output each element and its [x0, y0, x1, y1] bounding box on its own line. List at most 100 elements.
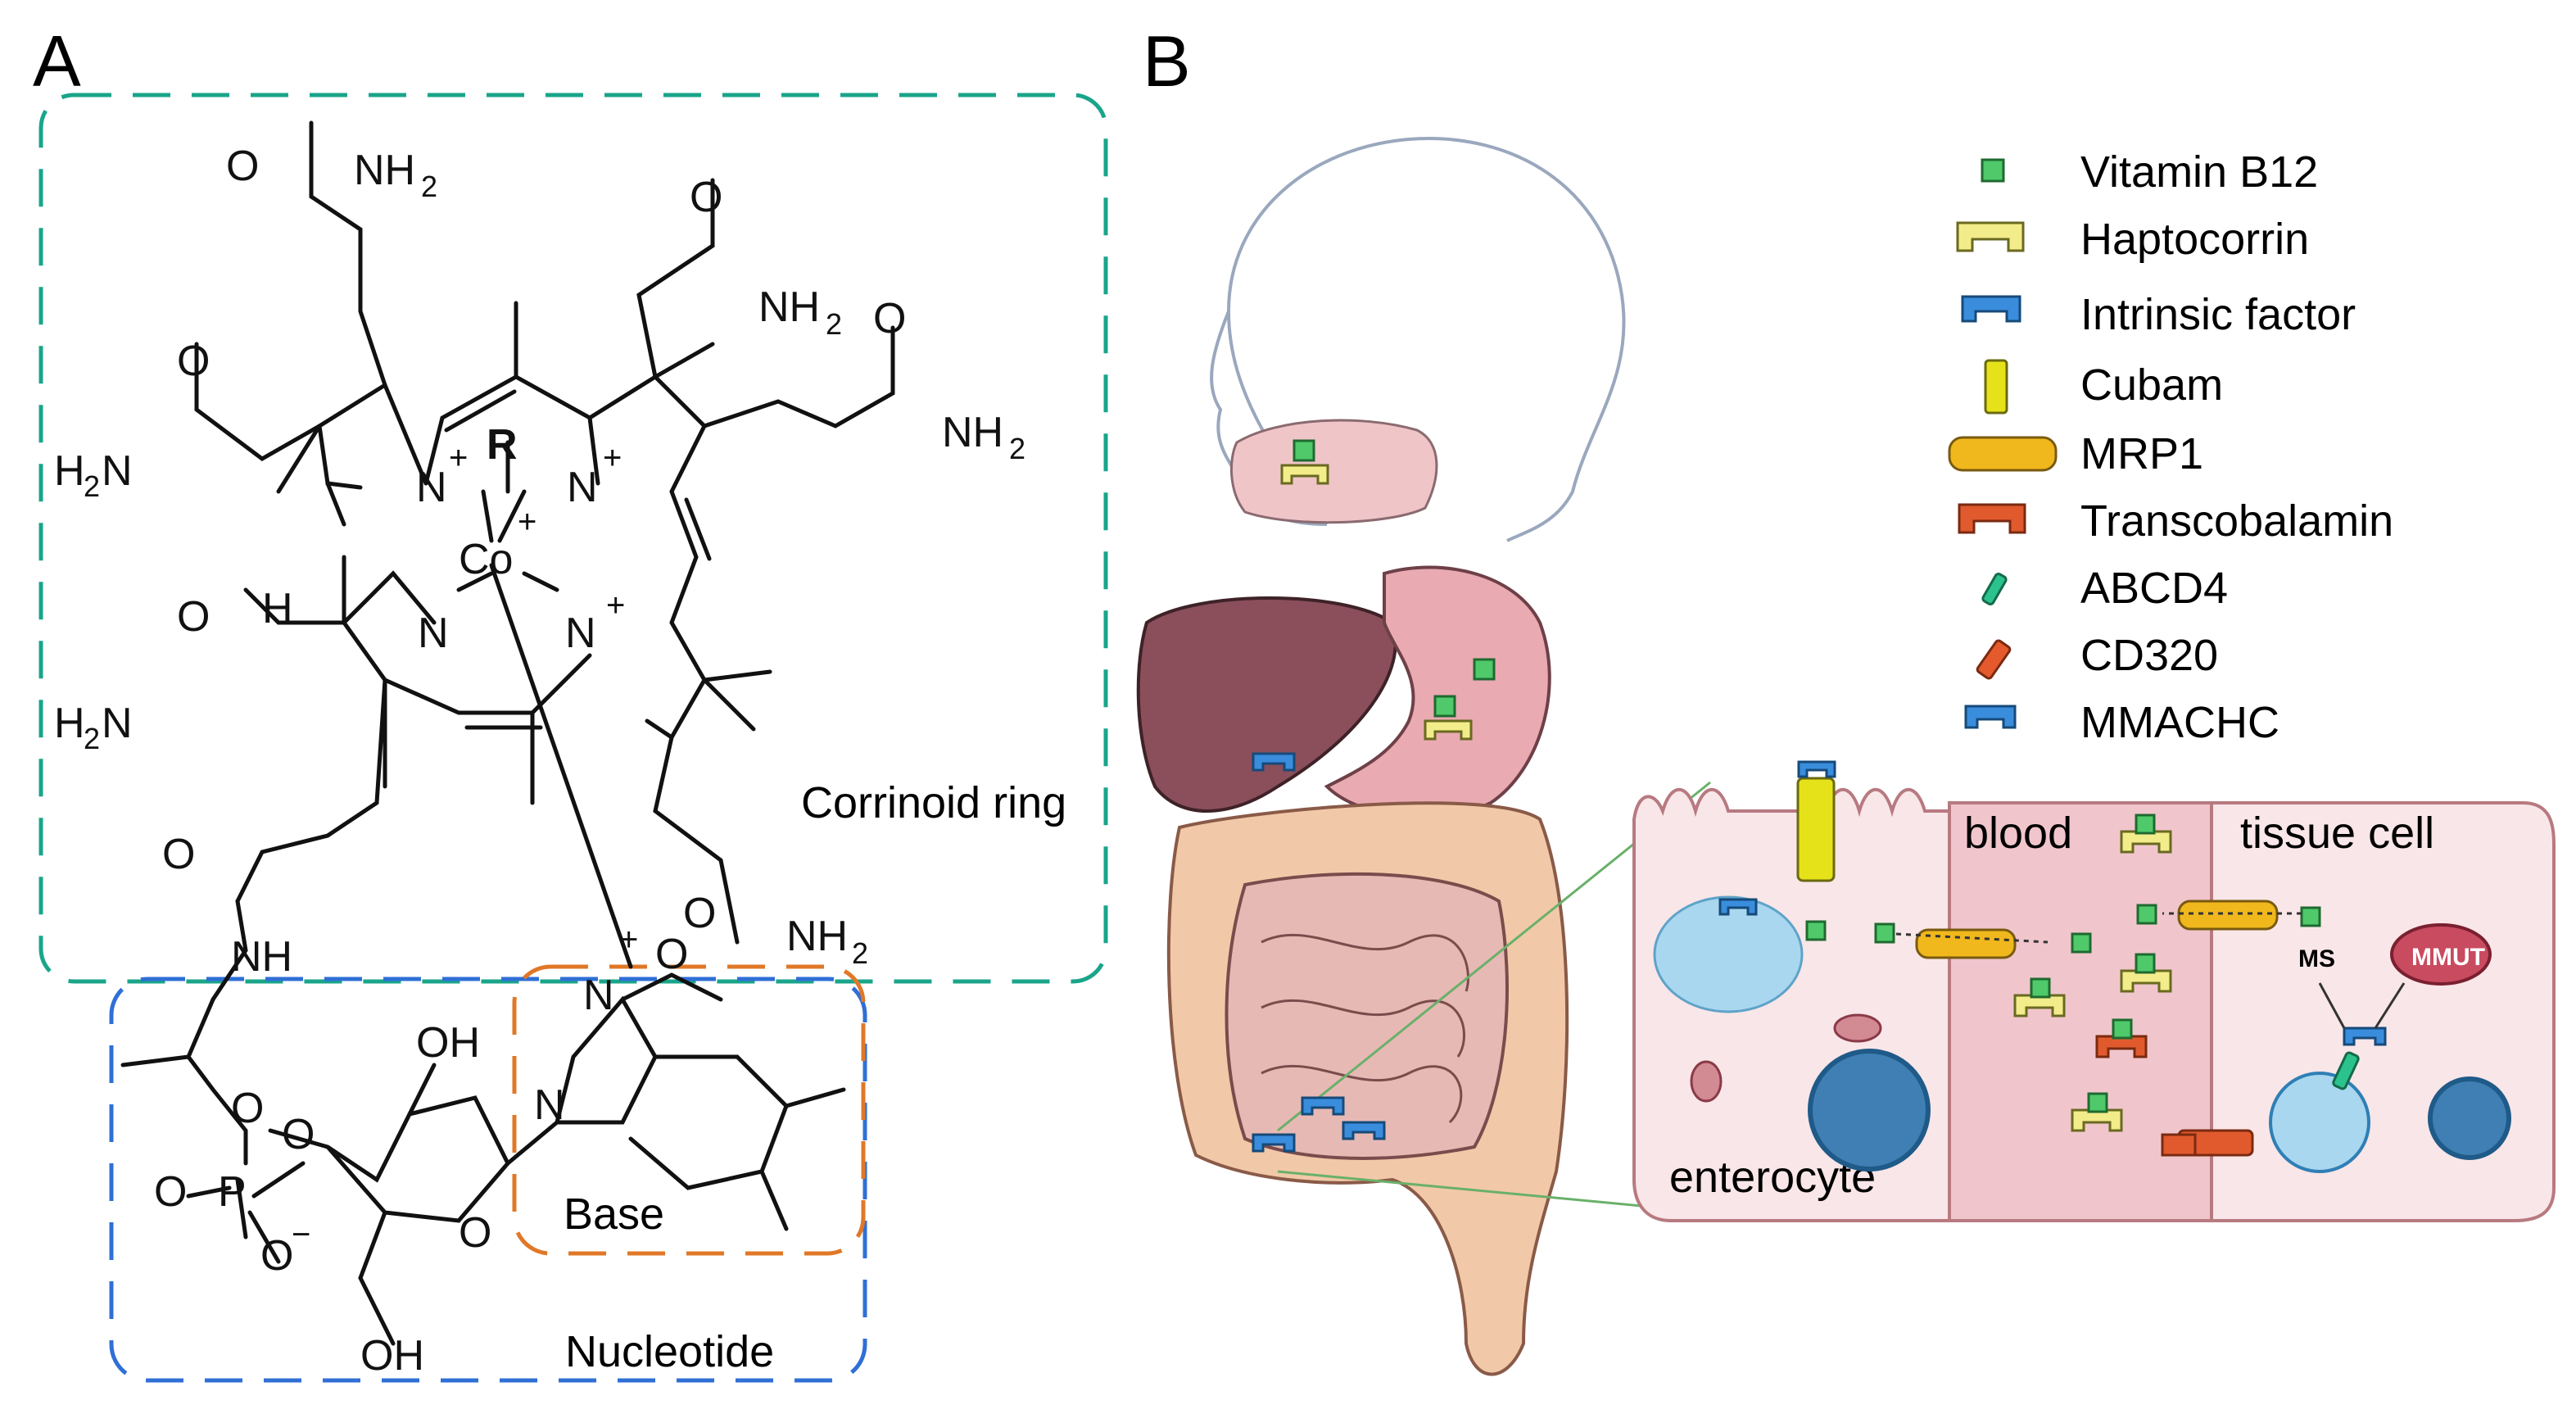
vitamin-b12-cube-icon	[1805, 920, 1827, 941]
vitamin-b12-cube-icon	[2071, 932, 2092, 954]
nucleotide-box	[109, 977, 867, 1383]
corrinoid-ring-box	[38, 93, 1108, 984]
intestine-folds	[1261, 933, 1469, 1124]
lysosome	[2269, 1072, 2370, 1173]
atom-co: Co	[459, 536, 513, 583]
atom-n: N	[565, 610, 596, 657]
legend-item-mrp1: MRP1	[1948, 429, 2203, 478]
atom-sub2: 2	[852, 936, 868, 970]
legend-label: Cubam	[2080, 360, 2223, 410]
atom-plus: +	[518, 504, 536, 540]
atom-o: O	[683, 890, 716, 937]
atom-plus: +	[603, 440, 622, 476]
legend-item-cd320: CD320	[1976, 631, 2218, 680]
vitamin-b12-cube-icon	[1981, 158, 2005, 183]
mitochondrion	[1690, 1060, 1723, 1103]
atom-r: R	[487, 421, 518, 469]
atom-nh: NH	[231, 933, 292, 981]
liver	[1136, 596, 1397, 813]
atom-plus: +	[619, 922, 638, 958]
tissue-nucleus	[2428, 1076, 2511, 1160]
legend-item-transcobalamin: Transcobalamin	[1958, 496, 2393, 546]
zoom-line-bottom	[1277, 1170, 1711, 1214]
atom-sub2: 2	[1009, 432, 1025, 465]
mmachc-icon	[2343, 1027, 2387, 1046]
mitochondrion	[1833, 1013, 1882, 1043]
organ-icons	[1252, 439, 1496, 1153]
legend-item-mmachc: MMACHC	[1964, 698, 2279, 747]
base-box	[512, 964, 866, 1256]
legend-item-haptocorrin: Haptocorrin	[1956, 215, 2309, 264]
atom-o: O	[177, 338, 210, 385]
mmut-mitochondrion	[2390, 923, 2492, 986]
cd320-icon	[1976, 639, 2012, 680]
transcobalamin-icon	[1958, 503, 2026, 534]
cell-diagram: blood tissue cell enterocyte MMUT MS	[1632, 760, 2556, 1222]
atom-n: N	[418, 610, 449, 657]
atom-sub2: 2	[84, 469, 100, 503]
intrinsic-factor-icon	[1342, 1121, 1386, 1140]
intrinsic-factor-icon	[1718, 898, 1758, 916]
atom-sub2: 2	[84, 722, 100, 755]
mrp1-transporter	[2177, 900, 2279, 931]
vitamin-b12-cube-icon	[2135, 953, 2156, 974]
haptocorrin-icon	[1280, 464, 1329, 485]
atom-o: O	[260, 1232, 293, 1280]
blood-region	[1948, 801, 2213, 1222]
panel-a-letter: A	[33, 20, 81, 102]
vitamin-b12-cube-icon	[2300, 906, 2321, 927]
mrp1-transporter	[1915, 928, 2017, 959]
small-intestine	[1225, 872, 1509, 1160]
base-label: Base	[564, 1190, 664, 1239]
atom-sub2: 2	[826, 307, 842, 341]
cubam-receptor	[1796, 777, 1836, 882]
atom-o: O	[226, 143, 259, 190]
transcobalamin-icon	[2095, 1035, 2148, 1058]
legend-label: Intrinsic factor	[2080, 290, 2356, 339]
abcd4-icon	[1981, 573, 2008, 605]
enterocyte-nucleus	[1808, 1049, 1931, 1172]
vitamin-b12-cube-icon	[1293, 439, 1315, 462]
legend-label: Vitamin B12	[2080, 147, 2318, 197]
legend-item-intrinsic-factor: Intrinsic factor	[1961, 290, 2356, 339]
intrinsic-factor-icon	[1252, 1133, 1296, 1153]
haptocorrin-icon	[1424, 719, 1473, 741]
cubam-icon	[1984, 359, 2008, 415]
atom-o: O	[231, 1085, 264, 1132]
atom-o: O	[177, 593, 210, 641]
atom-o: O	[459, 1209, 491, 1257]
atom-sub2: 2	[421, 170, 437, 203]
vitamin-b12-cube-icon	[1473, 658, 1496, 681]
legend-item-vitamin-b12: Vitamin B12	[1981, 147, 2318, 197]
vitamin-b12-cube-icon	[1433, 695, 1456, 718]
atom-o: O	[690, 174, 722, 221]
intrinsic-factor-icon	[1797, 760, 1836, 778]
atom-plus: +	[449, 440, 468, 476]
abcd4-icon	[2332, 1051, 2360, 1090]
haptocorrin-icon	[2120, 830, 2172, 854]
mouth	[1229, 419, 1438, 524]
atom-h: H	[262, 585, 293, 632]
panel-a: A Corrinoid ring Base Nucleotide	[33, 20, 1108, 1383]
legend: Vitamin B12 Haptocorrin Intrinsic factor…	[1948, 147, 2393, 747]
atom-o: O	[162, 831, 195, 878]
atom-nh2: NH	[942, 409, 1003, 456]
vitamin-b12-cubes	[1805, 814, 2321, 1113]
vitamin-b12-cube-icon	[1874, 922, 1895, 944]
atom-n-char: N	[102, 700, 133, 747]
blood-label: blood	[1964, 809, 2072, 858]
atom-n: N	[567, 464, 598, 511]
mmut-label: MMUT	[2411, 944, 2485, 971]
vitamin-b12-cube-icon	[2087, 1092, 2108, 1113]
atom-minus: −	[292, 1217, 310, 1253]
atom-labels: O NH 2 O NH 2 O NH 2 O H 2 NH N O H 2 N …	[54, 143, 1025, 1380]
vitamin-b12-cube-icon	[2112, 1018, 2133, 1040]
atom-o: O	[154, 1168, 187, 1216]
cobalamin-skeleton	[120, 120, 895, 1346]
endosome	[1653, 895, 1804, 1013]
legend-label: ABCD4	[2080, 564, 2228, 613]
vitamin-b12-cube-icon	[2030, 977, 2051, 999]
intrinsic-factor-icon	[1961, 295, 2021, 323]
head-outline	[1226, 137, 1626, 542]
